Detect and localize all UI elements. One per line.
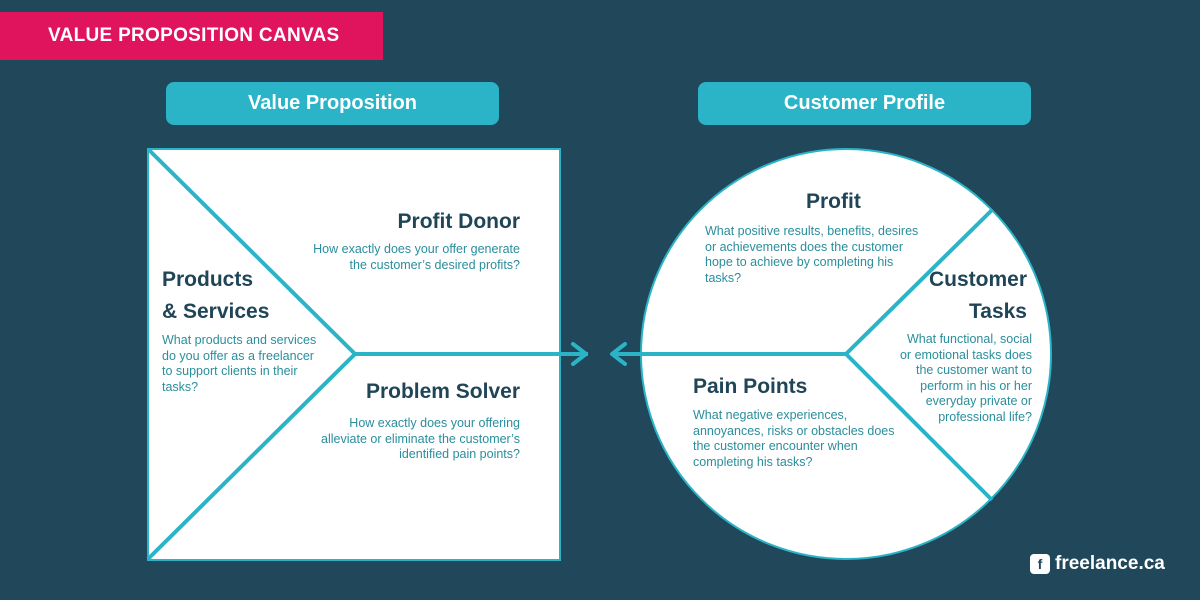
value-proposition-header: Value Proposition — [166, 82, 499, 125]
products-title-2: & Services — [162, 300, 270, 323]
profit-donor-desc: How exactly does your offer generate the… — [313, 242, 520, 272]
profit-title: Profit — [806, 190, 861, 213]
profit-donor-title: Profit Donor — [397, 210, 520, 233]
pain-points-title: Pain Points — [693, 375, 808, 398]
customer-tasks-title-2: Tasks — [969, 300, 1027, 323]
customer-tasks-desc: What functional, social or emotional tas… — [899, 332, 1032, 424]
logo-text: freelance.ca — [1055, 553, 1165, 574]
customer-tasks-title-1: Customer — [928, 268, 1027, 291]
profit-desc: What positive results, benefits, desires… — [705, 224, 919, 285]
freelance-logo: f freelance.ca — [1030, 553, 1165, 575]
right-arrow-icon — [571, 342, 588, 366]
pain-points-desc: What negative experiences, annoyances, r… — [693, 408, 895, 469]
problem-solver-desc: How exactly does your offering alleviate… — [321, 416, 520, 461]
customer-profile-header: Customer Profile — [698, 82, 1031, 125]
freelance-f-icon: f — [1030, 554, 1050, 574]
problem-solver-title: Problem Solver — [365, 380, 520, 403]
products-title-1: Products — [162, 268, 254, 291]
canvas-title-banner: VALUE PROPOSITION CANVAS — [0, 12, 383, 60]
left-arrow-icon — [610, 342, 627, 366]
products-desc: What products and services do you offer … — [162, 333, 317, 394]
